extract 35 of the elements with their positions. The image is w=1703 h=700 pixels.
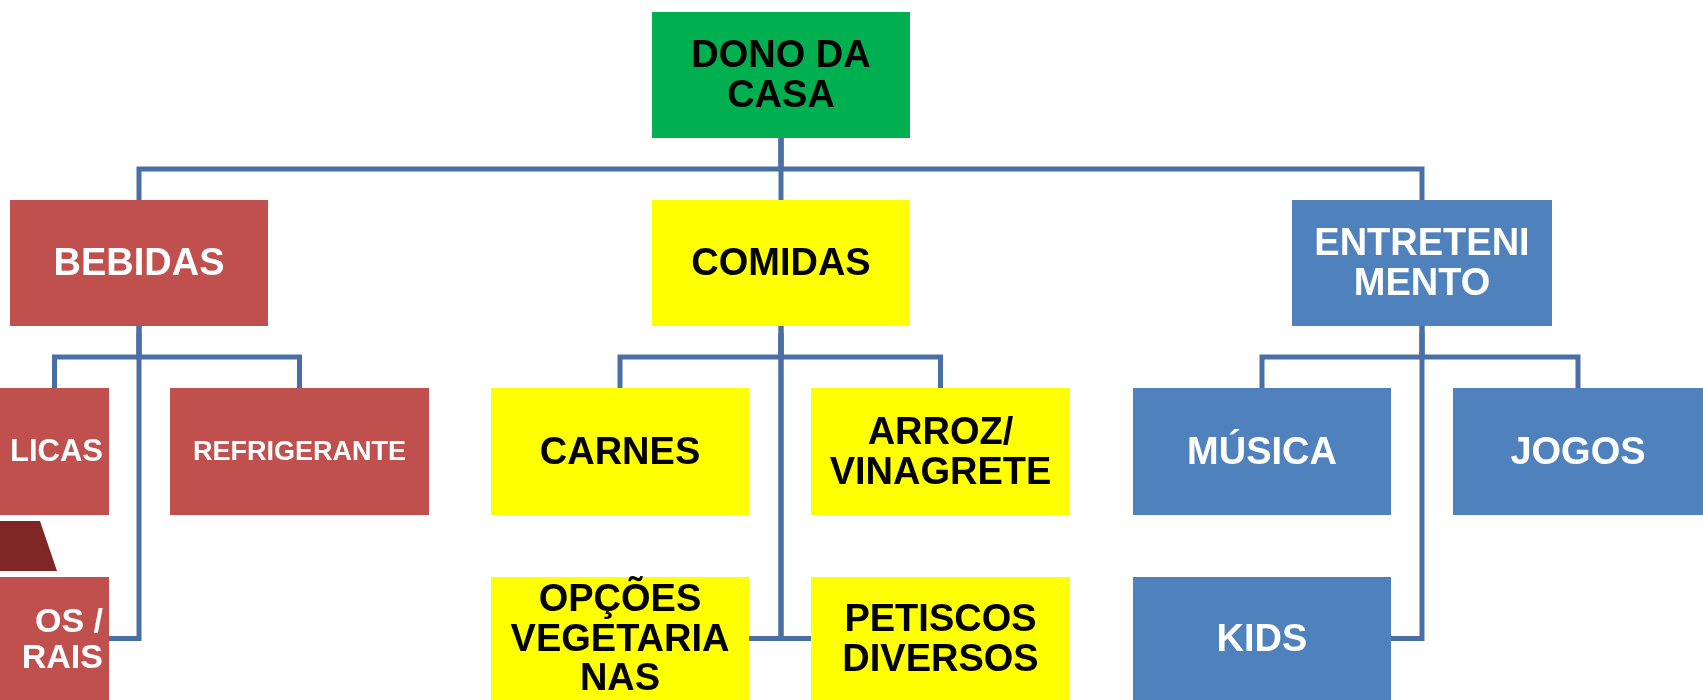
category-box (1133, 577, 1391, 700)
category-label: COMIDAS (690, 243, 872, 283)
category-box (811, 577, 1070, 700)
connector-line (778, 138, 1425, 200)
category-box (170, 388, 429, 515)
category-label: OPÇÕES VEGETARIA NAS (509, 578, 731, 699)
category-label: MÚSICA (1186, 431, 1338, 472)
category-box (652, 12, 910, 138)
connector-line (778, 326, 943, 388)
category-label: OS / RAIS (20, 602, 103, 675)
connector-line (1419, 326, 1581, 388)
category-box (1133, 388, 1391, 515)
connector-line (109, 333, 142, 641)
category-label: CARNES (538, 431, 702, 472)
category-box (1453, 388, 1703, 515)
category-box (10, 200, 268, 326)
connector-line (1391, 333, 1425, 641)
category-box (0, 388, 109, 515)
category-label: PETISCOS DIVERSOS (841, 598, 1040, 679)
category-box (1292, 200, 1552, 326)
category-box (811, 388, 1070, 515)
category-box (652, 200, 910, 326)
category-box (491, 577, 749, 700)
category-label: ARROZ/ VINAGRETE (828, 411, 1053, 492)
category-label: DONO DA CASA (690, 35, 872, 115)
category-box (0, 577, 109, 700)
category-label: ENTRETENI MENTO (1313, 223, 1531, 303)
category-label: KIDS (1215, 618, 1309, 659)
category-label: BEBIDAS (52, 243, 226, 283)
category-box (491, 388, 749, 515)
connector-line (778, 333, 811, 641)
category-label: JOGOS (1509, 431, 1647, 472)
connector-line (136, 326, 302, 388)
category-label: LICAS (9, 435, 103, 468)
category-label: REFRIGERANTE (192, 437, 407, 466)
